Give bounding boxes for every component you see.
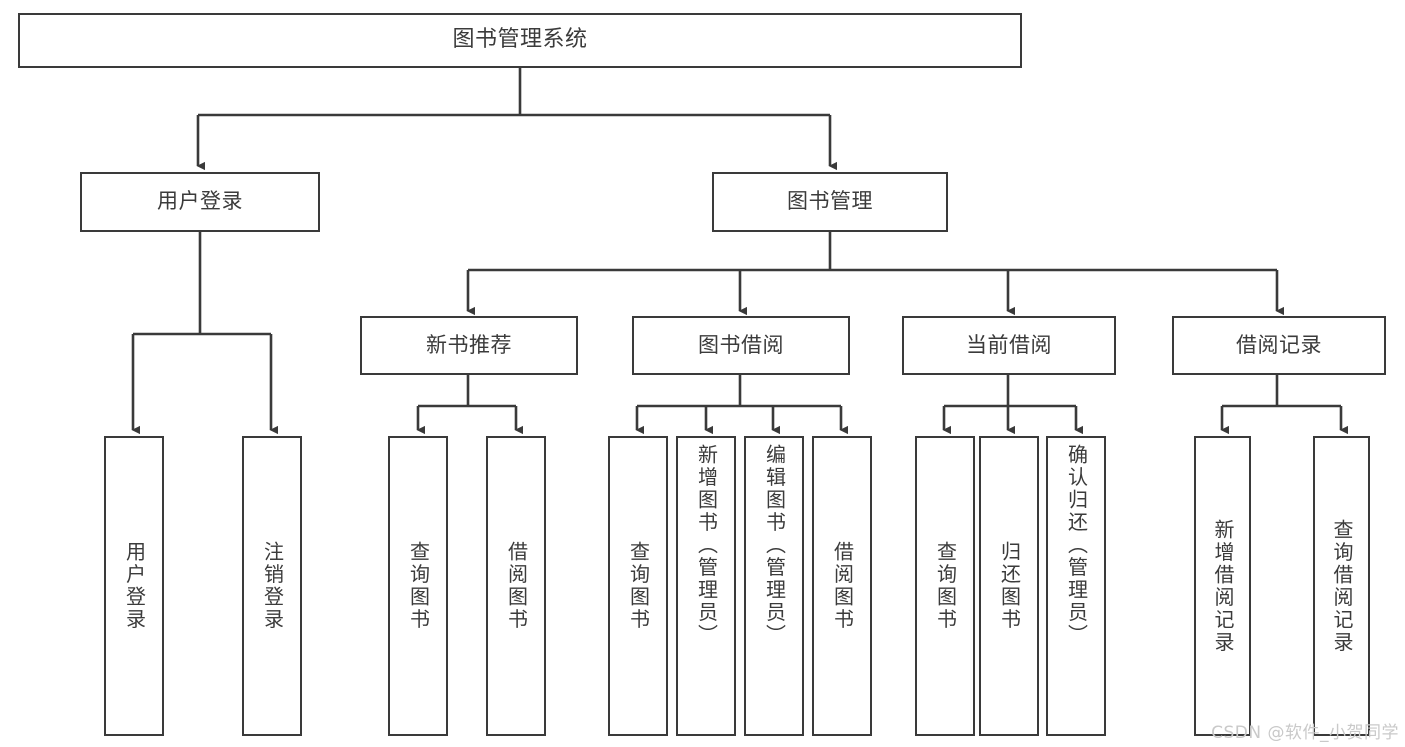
node-label: 归还图书 <box>997 541 1022 631</box>
node-label: 查询图书 <box>406 541 431 631</box>
node-label: 图书管理 <box>787 189 873 214</box>
node-book-borrow[interactable]: 图书借阅 <box>632 316 850 375</box>
leaf-add-book-admin[interactable]: 新增图书（管理员） <box>676 436 736 736</box>
leaf-borrow-book-new[interactable]: 借阅图书 <box>486 436 546 736</box>
leaf-logout[interactable]: 注销登录 <box>242 436 302 736</box>
node-label: 注销登录 <box>260 541 285 631</box>
node-label: 查询图书 <box>626 541 651 631</box>
leaf-borrow-book[interactable]: 借阅图书 <box>812 436 872 736</box>
node-label: 图书借阅 <box>698 332 784 357</box>
node-label: 确认归还（管理员） <box>1064 444 1089 647</box>
csdn-watermark: CSDN @软件_小贺同学 <box>1211 723 1399 743</box>
leaf-add-borrow-record[interactable]: 新增借阅记录 <box>1194 436 1251 736</box>
leaf-query-book-borrow[interactable]: 查询图书 <box>608 436 668 736</box>
node-label: 借阅图书 <box>504 541 529 631</box>
node-label: 借阅记录 <box>1236 332 1322 357</box>
node-label: 查询图书 <box>933 541 958 631</box>
leaf-user-login[interactable]: 用户登录 <box>104 436 164 736</box>
node-new-book-recommend[interactable]: 新书推荐 <box>360 316 578 375</box>
leaf-query-book-new[interactable]: 查询图书 <box>388 436 448 736</box>
node-current-borrow[interactable]: 当前借阅 <box>902 316 1116 375</box>
node-book-management[interactable]: 图书管理 <box>712 172 948 232</box>
leaf-confirm-return-admin[interactable]: 确认归还（管理员） <box>1046 436 1106 736</box>
node-borrow-records[interactable]: 借阅记录 <box>1172 316 1386 375</box>
leaf-query-borrow-record[interactable]: 查询借阅记录 <box>1313 436 1370 736</box>
leaf-edit-book-admin[interactable]: 编辑图书（管理员） <box>744 436 804 736</box>
node-label: 新增图书（管理员） <box>694 444 719 647</box>
node-user-login[interactable]: 用户登录 <box>80 172 320 232</box>
leaf-return-book[interactable]: 归还图书 <box>979 436 1039 736</box>
node-label: 图书管理系统 <box>452 27 588 53</box>
node-label: 借阅图书 <box>830 541 855 631</box>
node-label: 编辑图书（管理员） <box>762 444 787 647</box>
node-label: 新增借阅记录 <box>1211 518 1235 654</box>
node-label: 用户登录 <box>122 541 147 631</box>
node-label: 当前借阅 <box>966 332 1052 357</box>
node-label: 新书推荐 <box>426 332 512 357</box>
node-root-book-management-system[interactable]: 图书管理系统 <box>18 13 1022 68</box>
leaf-query-book-current[interactable]: 查询图书 <box>915 436 975 736</box>
node-label: 用户登录 <box>157 189 243 214</box>
node-label: 查询借阅记录 <box>1330 518 1354 654</box>
